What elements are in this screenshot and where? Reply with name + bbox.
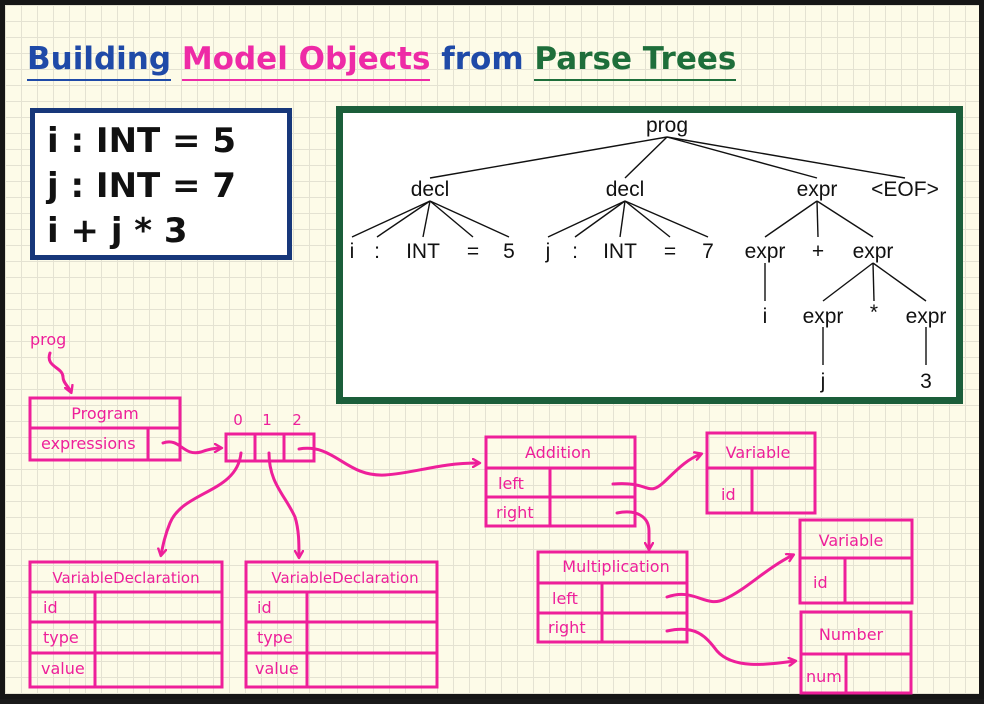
arrow-array2-to-addition [297,446,479,477]
model-object-diagram: prog Program expressions 0 1 2 [28,330,914,695]
tree-node-expr-j: expr [803,305,844,328]
tree-leaf-7: 7 [702,240,714,263]
tree-node-eof: <EOF> [871,178,939,201]
tree-leaf-star: * [870,301,878,324]
program-field-expressions: expressions [41,434,136,453]
variable-1-field-id: id [721,485,736,504]
arrow-addition-right-to-multiplication [615,510,649,549]
arrow-program-to-array [161,440,221,455]
arrow-array0-to-decl1 [161,451,243,555]
parse-tree-diagram: prog decl decl expr <EOF> i : INT = 5 j … [350,114,947,393]
tree-leaf-colon-1: : [374,240,380,263]
addition-box [484,435,637,528]
tree-leaf-i-expr: i [763,305,768,328]
tree-leaf-plus: + [812,240,824,263]
variable-declaration-1-box [28,560,224,689]
variable-declaration-2-field-value: value [255,659,299,678]
tree-node-expr: expr [797,178,838,201]
variable-declaration-2-field-type: type [257,628,293,647]
tree-leaf-equals-2: = [664,240,676,263]
parse-tree-edges [351,136,927,365]
tree-leaf-j-expr: j [820,370,826,393]
variable-declaration-1-field-type: type [43,628,79,647]
multiplication-field-left: left [552,589,578,608]
variable-1-title: Variable [726,443,791,462]
prog-arrow [47,351,71,392]
variable-2-title: Variable [819,531,884,550]
title-part-parse-trees: Parse Trees [534,41,737,81]
variable-declaration-1-field-value: value [41,659,85,678]
number-box [799,610,913,695]
multiplication-field-right: right [548,618,586,637]
arrow-multiplication-right-to-number [665,627,795,664]
tree-leaf-j: j [545,240,551,263]
tree-leaf-5: 5 [503,240,515,263]
title-part-building: Building [27,41,172,81]
program-title: Program [71,404,139,423]
addition-field-right: right [496,503,534,522]
parse-tree-box [336,106,963,404]
addition-field-left: left [498,474,524,493]
multiplication-title: Multiplication [562,557,669,576]
arrow-addition-left-to-variable [611,454,701,491]
tree-node-expr-right: expr [853,240,894,263]
variable-1-box [705,431,817,515]
tree-leaf-3: 3 [920,370,932,393]
tree-leaf-int-2: INT [603,240,637,263]
variable-2-field-id: id [813,573,828,592]
title-part-from: from [441,41,524,77]
addition-title: Addition [525,443,591,462]
variable-declaration-1-field-id: id [43,598,58,617]
source-code-box: i : INT = 5 j : INT = 7 i + j * 3 [30,108,292,260]
variable-2-box [798,518,914,605]
arrow-multiplication-left-to-variable [665,555,793,604]
tree-node-expr-left: expr [745,240,786,263]
arrow-array1-to-decl2 [267,451,299,557]
tree-leaf-i: i [350,240,355,263]
tree-leaf-colon-2: : [572,240,578,263]
code-line-1: i : INT = 5 [47,121,237,161]
prog-label: prog [30,330,66,349]
tree-leaf-int-1: INT [406,240,440,263]
code-line-3: i + j * 3 [47,211,188,251]
array-index-2: 2 [292,411,302,429]
multiplication-box [536,550,689,644]
array-index-1: 1 [262,411,272,429]
variable-declaration-2-field-id: id [257,598,272,617]
number-title: Number [819,625,884,644]
title-part-model-objects: Model Objects [181,41,431,81]
number-field-num: num [806,667,842,686]
tree-node-expr-3: expr [906,305,947,328]
tree-leaf-equals-1: = [467,240,479,263]
variable-declaration-1-title: VariableDeclaration [52,569,199,587]
tree-node-decl-1: decl [411,178,450,201]
slide-title: Building Model Objects from Parse Trees [27,41,737,81]
code-line-2: j : INT = 7 [47,166,237,206]
array-index-0: 0 [233,411,243,429]
variable-declaration-2-title: VariableDeclaration [271,569,418,587]
variable-declaration-2-box [244,560,439,689]
tree-node-prog: prog [646,114,688,137]
program-box [28,396,182,462]
tree-node-decl-2: decl [606,178,645,201]
